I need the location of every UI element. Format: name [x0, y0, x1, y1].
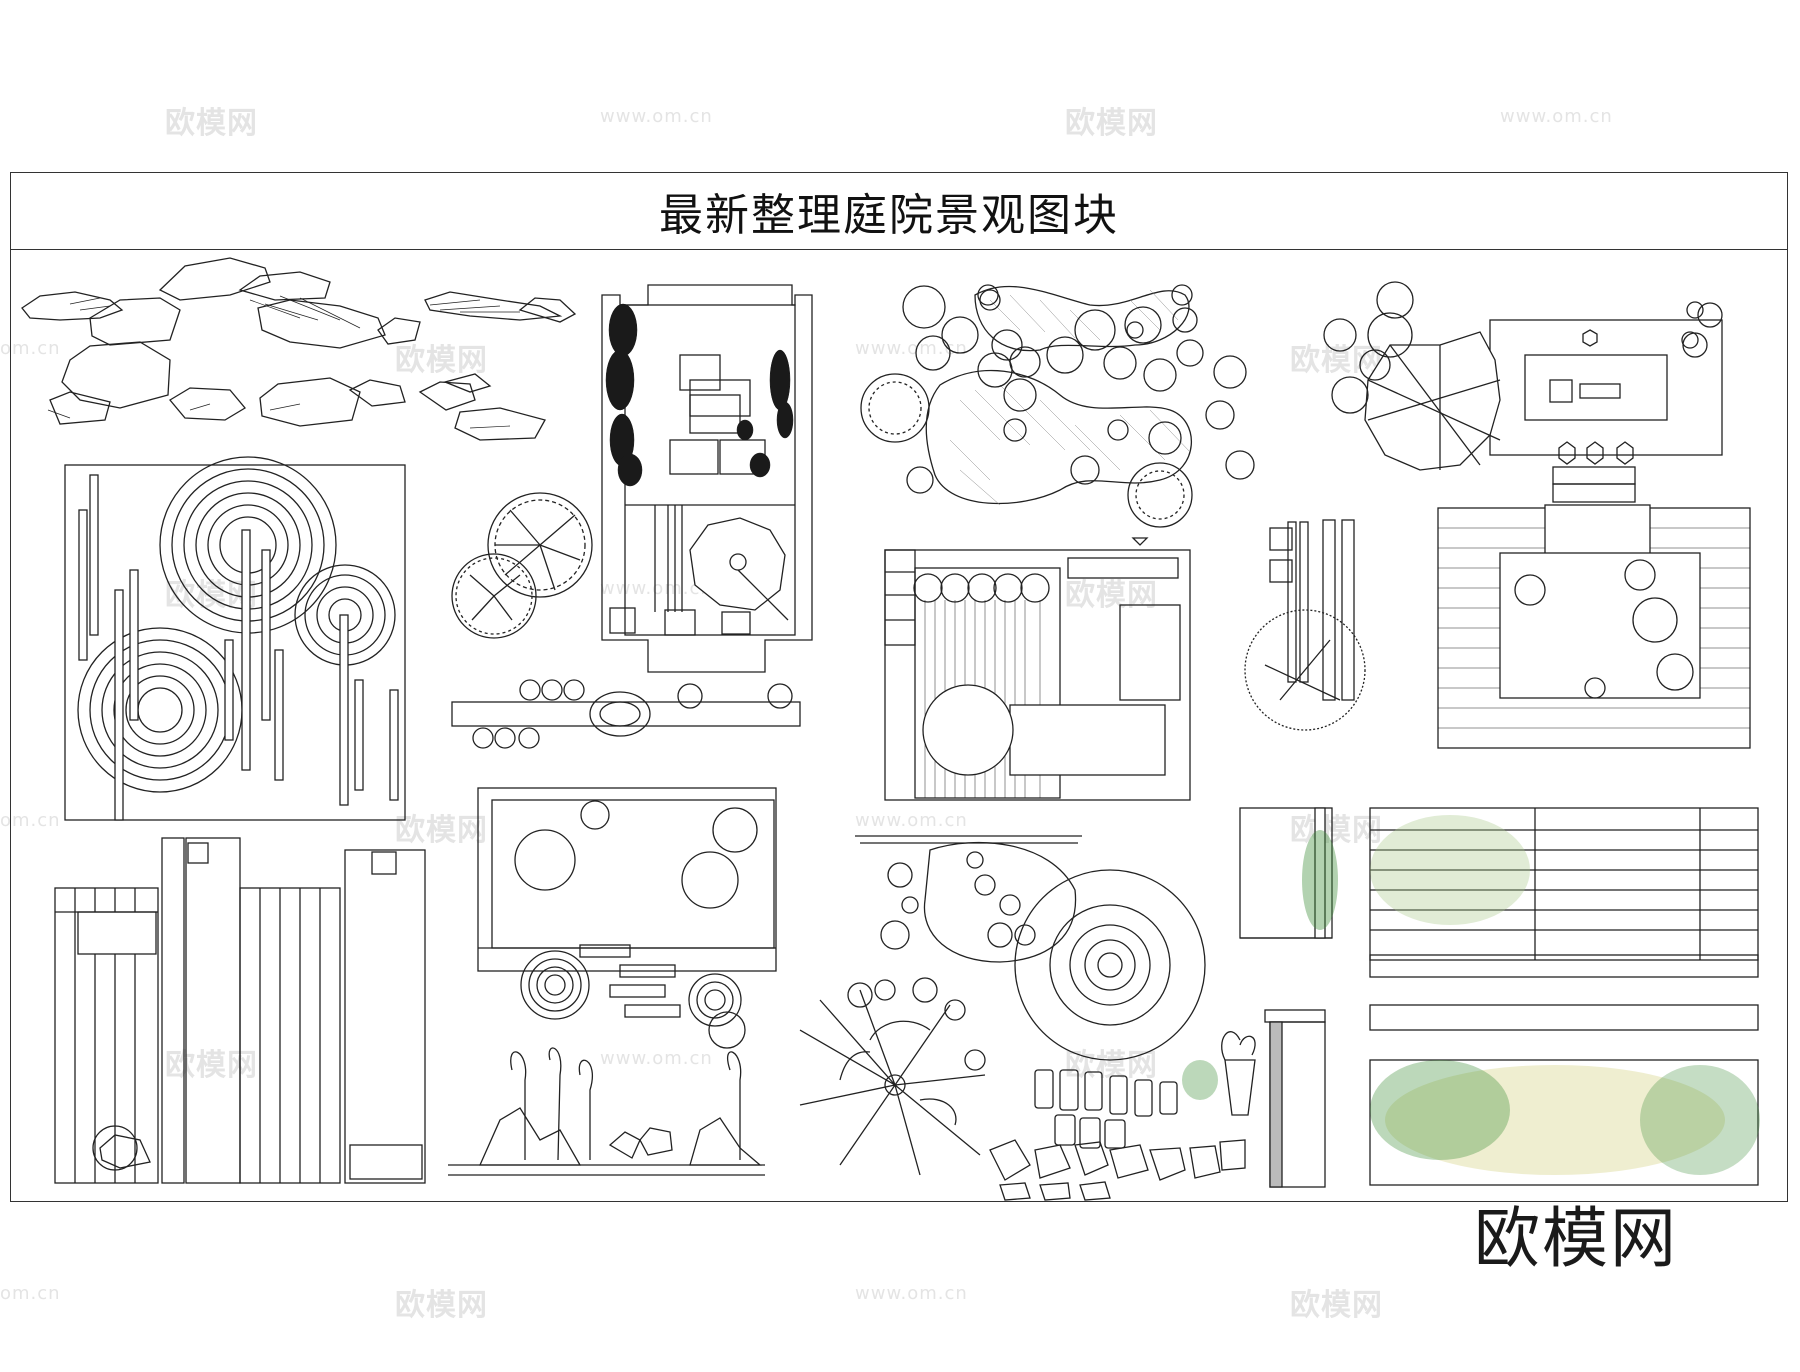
watermark-logo: 欧模网 — [1065, 578, 1158, 613]
watermark-url: www.om.cn — [600, 106, 713, 127]
watermark-logo: 欧模网 — [1290, 1288, 1383, 1323]
stepping-stone-path — [451, 679, 801, 749]
round-pond-plan — [855, 835, 1206, 1061]
watermark-url: om.cn — [0, 810, 61, 831]
patio-plan — [1437, 504, 1751, 749]
watermark-url: www.om.cn — [855, 810, 968, 831]
watermark-logo: 欧模网 — [1065, 106, 1158, 141]
watermark-logo: 欧模网 — [395, 343, 488, 378]
sculpture-elevation — [448, 1047, 765, 1176]
watermark-logo: 欧模网 — [395, 813, 488, 848]
watermark-logo: 欧模网 — [165, 1048, 258, 1083]
sheet-title: 最新整理庭院景观图块 — [659, 190, 1119, 241]
watermark-logo: 欧模网 — [1290, 813, 1383, 848]
planting-frame — [477, 787, 777, 1049]
stepping-stones — [989, 1069, 1246, 1201]
brand-watermark: 欧模网 — [1474, 1200, 1678, 1277]
pond-garden-plan — [860, 284, 1255, 528]
large-tree-symbol — [799, 977, 986, 1176]
watermark-url: www.om.cn — [1500, 106, 1613, 127]
tree-symbols-a — [451, 492, 593, 639]
watermark-url: www.om.cn — [600, 578, 713, 599]
watermark-url: www.om.cn — [855, 1283, 968, 1304]
drawing-sheet: 最新整理庭院景观图块 — [10, 172, 1788, 1202]
ripple-paving-plan — [64, 456, 406, 821]
watermark-url: om.cn — [0, 338, 61, 359]
watermark-url: om.cn — [0, 1283, 61, 1304]
courtyard-plan-a — [601, 284, 813, 673]
watermark-logo: 欧模网 — [395, 1288, 488, 1323]
watermark-logo: 欧模网 — [1290, 343, 1383, 378]
watermark-logo: 欧模网 — [165, 106, 258, 141]
green-foliage — [1182, 815, 1760, 1175]
watermark-url: www.om.cn — [600, 1048, 713, 1069]
rock-elevations — [21, 257, 577, 441]
bench-tree-block — [1244, 519, 1366, 731]
title-bar: 最新整理庭院景观图块 — [11, 173, 1787, 250]
wall-planter-section — [1221, 1009, 1326, 1188]
deck-plan — [884, 537, 1191, 801]
green-wall-elevation — [1239, 807, 1759, 1186]
timber-deck-plan — [54, 837, 426, 1184]
watermark-url: www.om.cn — [855, 338, 968, 359]
terrace-pergola-plan — [1323, 281, 1723, 503]
